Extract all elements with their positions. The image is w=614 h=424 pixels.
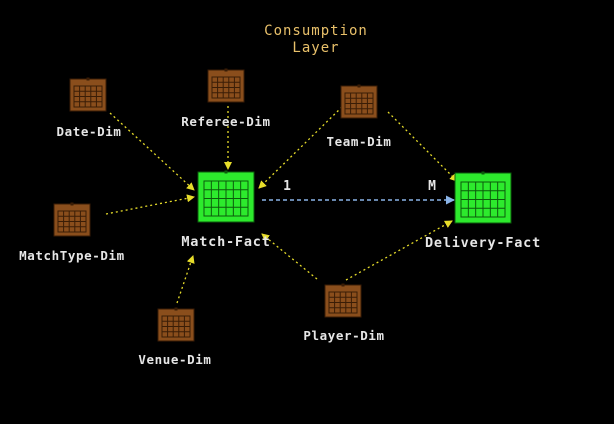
diagram-title-line2: Layer xyxy=(292,40,339,56)
referee-dim-table-icon[interactable] xyxy=(207,68,245,103)
referee-dim-icon-body xyxy=(207,69,245,103)
player-dim-icon-hanger xyxy=(341,283,345,287)
matchtype-dim-table-icon[interactable] xyxy=(53,202,91,237)
matchtype-dim-label: MatchType-Dim xyxy=(19,248,125,263)
venue-dim-label: Venue-Dim xyxy=(138,352,211,367)
edge-team-to-match xyxy=(258,106,343,189)
date-dim-label: Date-Dim xyxy=(56,124,121,139)
referee-dim-icon-hanger xyxy=(224,68,228,72)
player-dim-table-icon[interactable] xyxy=(324,283,362,318)
player-dim-icon-body xyxy=(324,284,362,318)
date-dim-icon-hanger xyxy=(86,77,90,81)
team-dim-label: Team-Dim xyxy=(326,134,391,149)
team-dim-icon-hanger xyxy=(357,84,361,88)
referee-dim-label: Referee-Dim xyxy=(181,114,270,129)
edge-player-to-match xyxy=(261,233,318,280)
venue-dim-table-icon[interactable] xyxy=(157,307,195,342)
edge-matchtype-to-match xyxy=(105,194,195,215)
player-dim-label: Player-Dim xyxy=(303,328,384,343)
cardinality-one-label: 1 xyxy=(283,179,291,194)
matchtype-dim-icon-hanger xyxy=(70,202,74,206)
edge-player-to-delivery xyxy=(345,220,453,281)
cardinality-many-label: M xyxy=(428,179,436,194)
match-fact-table-icon[interactable] xyxy=(197,170,255,223)
date-dim-table-icon[interactable] xyxy=(69,77,107,112)
delivery-fact-label: Delivery-Fact xyxy=(425,235,541,251)
edge-date-to-match xyxy=(109,112,195,191)
edges-group xyxy=(105,106,458,304)
edge-venue-to-match xyxy=(176,255,195,304)
edge-team-to-delivery xyxy=(387,111,458,182)
date-dim-icon-body xyxy=(69,78,107,112)
venue-dim-icon-hanger xyxy=(174,307,178,311)
match-fact-icon-hanger xyxy=(224,170,228,174)
venue-dim-icon-body xyxy=(157,308,195,342)
team-dim-table-icon[interactable] xyxy=(340,84,378,119)
team-dim-icon-body xyxy=(340,85,378,119)
matchtype-dim-icon-body xyxy=(53,203,91,237)
delivery-fact-icon-hanger xyxy=(481,171,485,175)
match-fact-label: Match-Fact xyxy=(181,234,270,250)
delivery-fact-table-icon[interactable] xyxy=(454,171,512,224)
diagram-title-line1: Consumption xyxy=(264,23,368,39)
